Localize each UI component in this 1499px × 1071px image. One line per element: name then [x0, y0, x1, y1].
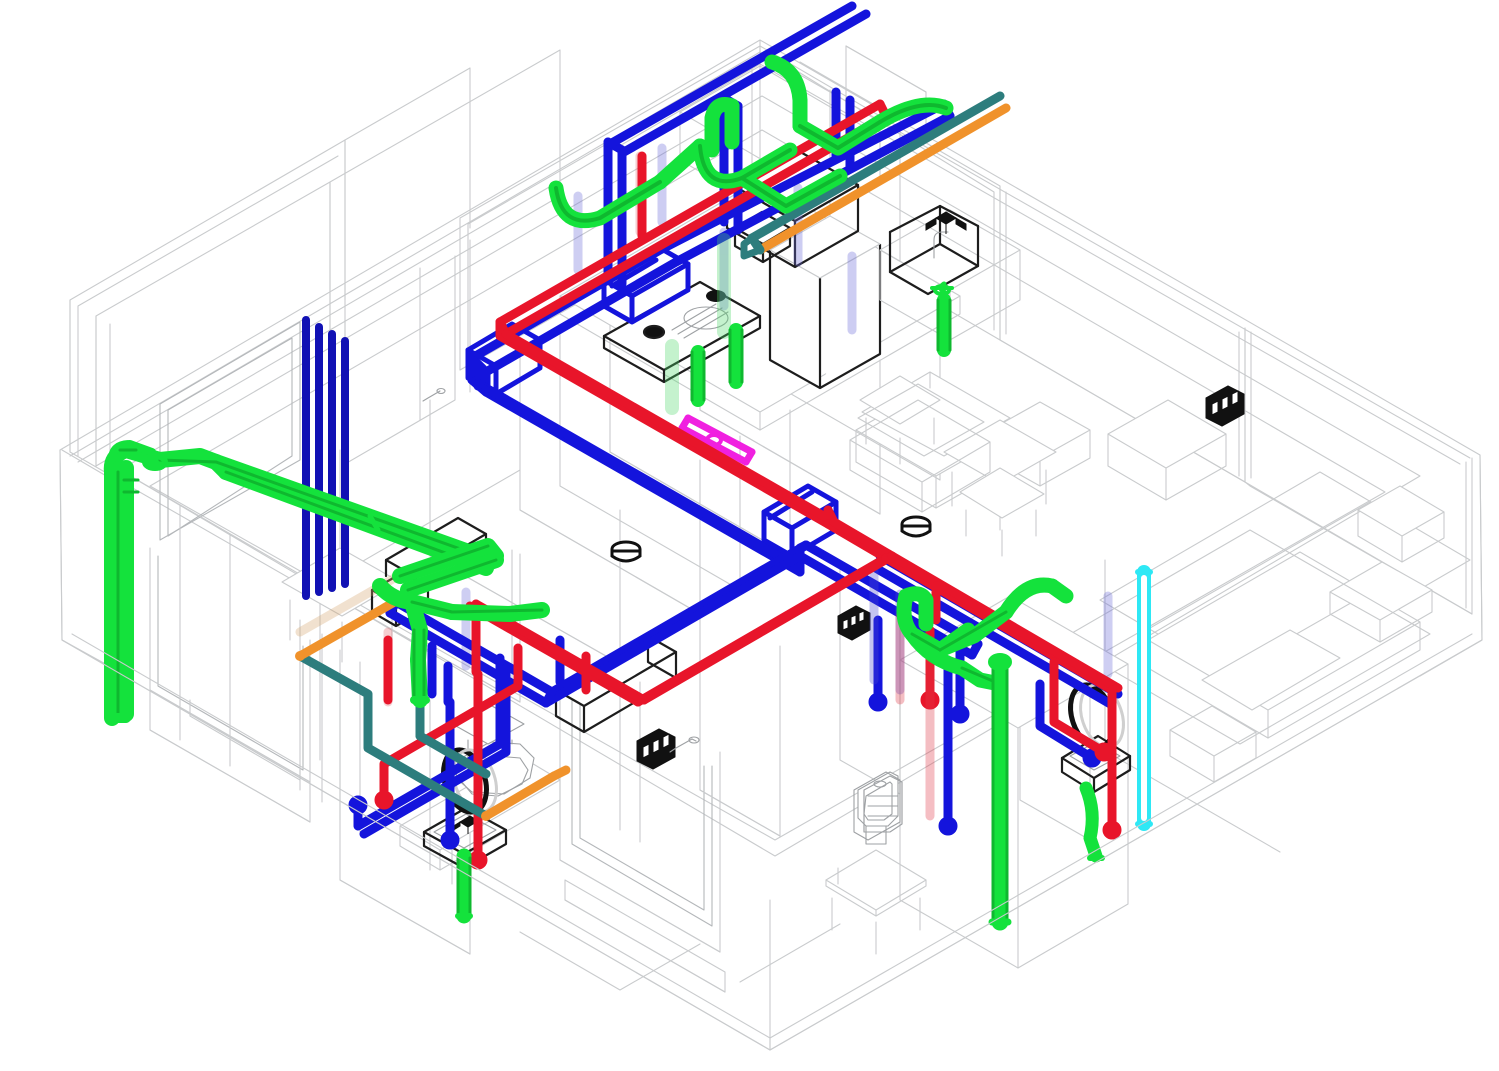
ceiling-diffuser-2: [900, 515, 932, 538]
switch-plate-right-wall[interactable]: [1205, 385, 1245, 427]
green-riser-bath: [455, 848, 473, 924]
navy-riser-bank: [302, 316, 349, 600]
ceiling-diffuser-1: [610, 540, 642, 563]
switch-plate-corridor[interactable]: [636, 728, 676, 770]
supply-air-ductwork: [103, 54, 1105, 931]
foreground-architecture: [61, 633, 1483, 1051]
condensate-riser: [1135, 565, 1153, 831]
faucet-icon: [925, 211, 967, 234]
wc-tank: [853, 771, 901, 841]
sanitary-and-vent-system: [295, 91, 1011, 821]
switch-plate-hall[interactable]: [837, 605, 871, 641]
water-heater[interactable]: [863, 775, 903, 833]
duct-elbow-left: [108, 440, 381, 533]
door-handle-icon: [669, 736, 700, 753]
green-riser-utility: [988, 653, 1012, 931]
lavatory-upper[interactable]: [888, 204, 980, 296]
door-handle-icon-2: [422, 387, 446, 402]
gas-piping: [678, 414, 756, 466]
